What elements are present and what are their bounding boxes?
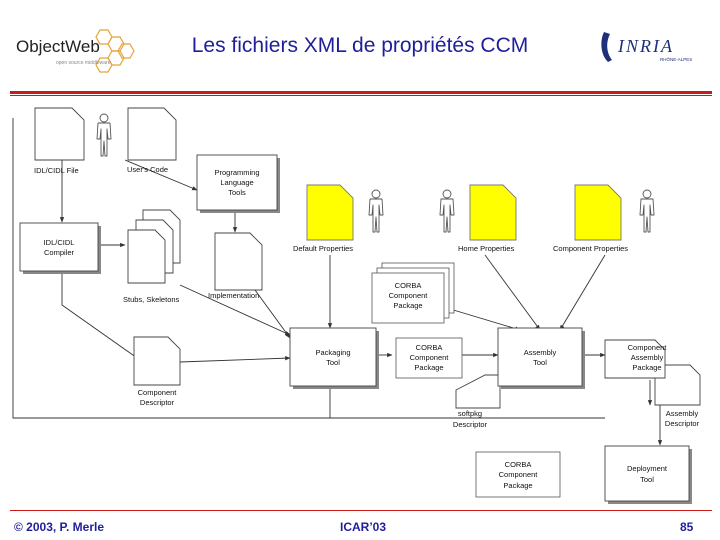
developer-person-icon — [96, 113, 112, 157]
corba-package-top-label-2: Component — [389, 291, 429, 300]
softpkg-doc — [455, 374, 501, 409]
arrow-descriptor-to-packaging — [179, 356, 291, 363]
stubs-doc-1 — [127, 229, 166, 284]
footer-page-number: 85 — [680, 520, 694, 534]
component-properties-doc — [574, 184, 622, 241]
footer-rule — [10, 510, 712, 511]
assembler-person-icon — [439, 189, 455, 233]
packaging-tool-label-2: Tool — [326, 358, 340, 367]
users-code-label: User's Code — [127, 165, 168, 174]
arrow-homeprops-to-assembly — [484, 254, 541, 331]
corba-package-bottom-label-3: Package — [503, 481, 532, 490]
arrow-compiler-to-descriptor — [61, 272, 141, 361]
implementation-label: Implementation — [208, 291, 259, 300]
header-rule — [10, 91, 712, 94]
idl-compiler-label-2: Compiler — [44, 248, 75, 257]
user-code-doc — [127, 107, 177, 161]
footer-copyright: © 2003, P. Merle — [14, 520, 105, 534]
arrow-usercode-to-tools — [124, 159, 198, 191]
objectweb-logo-sub: open source middleware — [56, 60, 111, 66]
programming-tools-box — [196, 154, 278, 211]
deployment-tool-label-2: Tool — [640, 475, 654, 484]
deployment-tool-label-1: Deployment — [627, 464, 668, 473]
inria-logo-text: INRIA — [617, 36, 674, 56]
assembly-tool-label-1: Assembly — [524, 348, 557, 357]
component-assembly-package-label-1: Component — [628, 343, 668, 352]
corba-package-top-label-3: Package — [393, 301, 422, 310]
assembly-descriptor-label-1: Assembly — [666, 409, 699, 418]
packaging-tool-box — [289, 327, 377, 387]
corba-package-bottom-label-1: CORBA — [505, 460, 532, 469]
inria-logo-sub: RHÔNE-ALPES — [660, 56, 692, 62]
corba-package-mid-card — [395, 337, 463, 379]
corba-package-bottom-card — [475, 451, 561, 498]
corba-package-top-label-1: CORBA — [395, 281, 422, 290]
corba-package-top-card — [371, 272, 445, 324]
packager-person-icon — [639, 189, 655, 233]
component-descriptor-label-2: Descriptor — [140, 398, 175, 407]
objectweb-logo: ObjectWeb open source middleware — [16, 29, 135, 73]
corba-package-mid-label-1: CORBA — [416, 343, 443, 352]
objectweb-logo-text: ObjectWeb — [16, 37, 100, 56]
component-properties-label: Component Properties — [553, 244, 628, 253]
component-descriptor-label-1: Component — [138, 388, 178, 397]
softpkg-descriptor-label-1: softpkg — [458, 409, 482, 418]
idl-compiler-box — [19, 222, 99, 272]
softpkg-descriptor-label-2: Descriptor — [453, 420, 488, 429]
deployment-tool-box — [604, 445, 690, 502]
assembly-tool-box — [497, 327, 583, 387]
corba-package-bottom-label-2: Component — [499, 470, 539, 479]
default-properties-doc — [306, 184, 354, 241]
corba-package-mid-label-2: Component — [410, 353, 450, 362]
programming-tools-label-1: Programming — [214, 168, 259, 177]
home-properties-label: Home Properties — [458, 244, 515, 253]
component-assembly-package-label-2: Assembly — [631, 353, 664, 362]
idl-file-label: IDL/CIDL File — [34, 166, 79, 175]
header-rule-thin — [10, 95, 712, 96]
assembly-descriptor-label-2: Descriptor — [665, 419, 700, 428]
footer-event: ICAR’03 — [340, 520, 387, 534]
implementation-doc — [214, 232, 263, 291]
inria-logo: INRIA RHÔNE-ALPES — [601, 32, 692, 62]
component-assembly-package-doc — [604, 339, 666, 379]
component-descriptor-doc — [133, 336, 181, 386]
stubs-label: Stubs, Skeletons — [123, 295, 180, 304]
page-title: Les fichiers XML de propriétés CCM — [191, 34, 529, 57]
idl-compiler-label-1: IDL/CIDL — [44, 238, 75, 247]
idl-file-doc — [34, 107, 85, 161]
deployer-person-icon — [368, 189, 384, 233]
arrow-compprops-to-assembly — [559, 254, 606, 331]
default-properties-label: Default Properties — [293, 244, 353, 253]
programming-tools-label-2: Language — [220, 178, 253, 187]
packaging-tool-label-1: Packaging — [315, 348, 350, 357]
component-assembly-package-label-3: Package — [632, 363, 661, 372]
home-properties-doc — [469, 184, 517, 241]
arrow-stubs-to-packaging — [179, 284, 291, 336]
arrow-impl-to-packaging — [254, 289, 291, 339]
corba-package-mid-label-3: Package — [414, 363, 443, 372]
outer-flow-line — [12, 118, 605, 419]
programming-tools-label-3: Tools — [228, 188, 246, 197]
assembly-tool-label-2: Tool — [533, 358, 547, 367]
assembly-descriptor-doc — [654, 364, 701, 406]
